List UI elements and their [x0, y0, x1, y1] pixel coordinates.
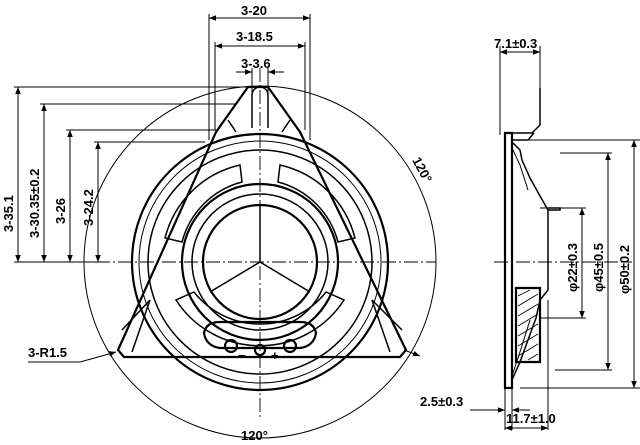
- left-dimensions: 3-35.1 3-30.35±0.2 3-26 3-24.2: [1, 86, 252, 263]
- dim-top-width-middle: 3-18.5: [236, 29, 273, 44]
- radius-callout: 3-R1.5: [28, 345, 117, 363]
- triangle-frame: [116, 85, 408, 359]
- dim-corner-radius: 3-R1.5: [28, 345, 67, 360]
- dim-flange: 2.5±0.3: [420, 394, 463, 409]
- outer-ring: [130, 132, 390, 392]
- terminal-positive-icon: [282, 338, 298, 354]
- dim-height-1: 3-35.1: [1, 195, 16, 232]
- terminal-negative-label: −: [238, 348, 246, 363]
- dim-top-width-outer: 3-20: [241, 3, 267, 18]
- dim-top-width-inner: 3-3.6: [241, 56, 271, 71]
- side-view: [494, 88, 632, 390]
- dim-dia-inner: φ22±0.3: [565, 243, 580, 292]
- center-hole-icon: [253, 343, 267, 357]
- side-flange: [503, 131, 514, 390]
- front-view: − +: [83, 68, 437, 439]
- top-dimensions: 3-20 3-18.5 3-3.6: [208, 3, 311, 140]
- side-dimensions: 7.1±0.3 φ22±0.3 φ45±0.5 φ50±0.2 2.5±0.3 …: [420, 36, 640, 431]
- basket-window-left: [164, 164, 243, 243]
- dim-height-4: 3-24.2: [81, 189, 96, 226]
- dim-angle-right: 120°: [409, 154, 435, 185]
- cone-ring: [180, 182, 340, 342]
- dim-height-2: 3-30.35±0.2: [27, 169, 42, 238]
- dim-dia-middle: φ45±0.5: [591, 243, 606, 292]
- side-cone: [511, 141, 549, 381]
- terminal-negative-icon: [223, 338, 239, 354]
- basket-window-right: [277, 164, 356, 243]
- side-magnet: [514, 286, 542, 364]
- terminal-positive-label: +: [271, 348, 279, 363]
- dim-dia-outer: φ50±0.2: [617, 245, 632, 294]
- dim-angle-bottom: 120°: [241, 428, 268, 443]
- basket-window-bottom: [174, 291, 346, 347]
- terminal-plate: [202, 320, 318, 350]
- dim-side-thickness: 7.1±0.3: [494, 36, 537, 51]
- dim-height-3: 3-26: [53, 198, 68, 224]
- dim-depth: 11.7±1.0: [506, 411, 556, 426]
